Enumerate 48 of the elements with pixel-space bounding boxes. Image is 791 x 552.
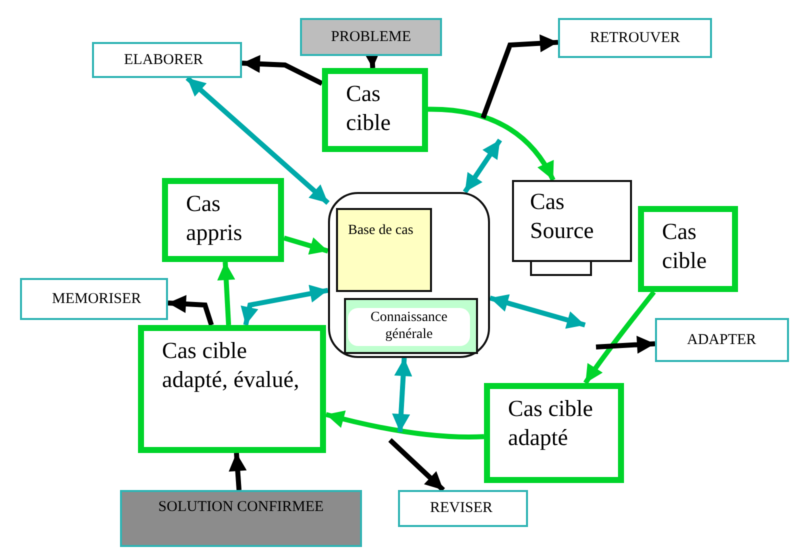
step-box (558, 18, 712, 58)
case-box (512, 180, 632, 262)
step-box (92, 42, 242, 78)
arrow (168, 294, 214, 326)
stacked-card (530, 262, 592, 276)
input-box (300, 18, 442, 56)
arrow (242, 54, 324, 86)
text-label: PROBLEME (330, 28, 411, 46)
arrow (583, 290, 656, 384)
step-box (20, 278, 168, 320)
text-label: Cas cible (662, 218, 708, 275)
arrow (217, 262, 236, 326)
arrow (228, 452, 247, 490)
arrow (283, 236, 329, 255)
text-label: REVISER (430, 499, 493, 518)
arrow (325, 410, 484, 440)
text-label: Cas cible adapté (508, 395, 594, 452)
text-label: MEMORISER (52, 290, 142, 308)
knowledge-box (344, 298, 478, 354)
text-label: Cas appris (186, 190, 244, 247)
case-box (322, 68, 428, 152)
arrow (392, 358, 412, 432)
case-box (638, 206, 738, 292)
case-box (162, 178, 284, 262)
text-label: Base de cas (348, 222, 414, 240)
arrow (240, 284, 328, 326)
arrow (428, 106, 556, 182)
text-label: Cas cible (346, 80, 392, 137)
arrow (596, 336, 656, 354)
case-base-box (336, 208, 432, 292)
arrow (186, 76, 330, 205)
step-box (655, 318, 789, 362)
text-label: Cas Source (530, 188, 595, 245)
knowledge-container (328, 192, 490, 358)
case-box (138, 325, 326, 453)
output-box (120, 490, 362, 547)
text-label: ELABORER (124, 50, 204, 70)
text-label: RETROUVER (590, 28, 680, 48)
text-label: Connaissance générale (348, 308, 470, 346)
text-label: Cas cible adapté, évalué, (162, 337, 300, 394)
arrow (489, 294, 586, 329)
arrow (480, 34, 558, 119)
text-label: SOLUTION CONFIRMEE (158, 498, 324, 517)
arrow (388, 438, 445, 492)
step-box (398, 490, 528, 527)
text-label: ADAPTER (687, 330, 756, 350)
arrow (462, 138, 502, 194)
case-box (484, 383, 624, 483)
